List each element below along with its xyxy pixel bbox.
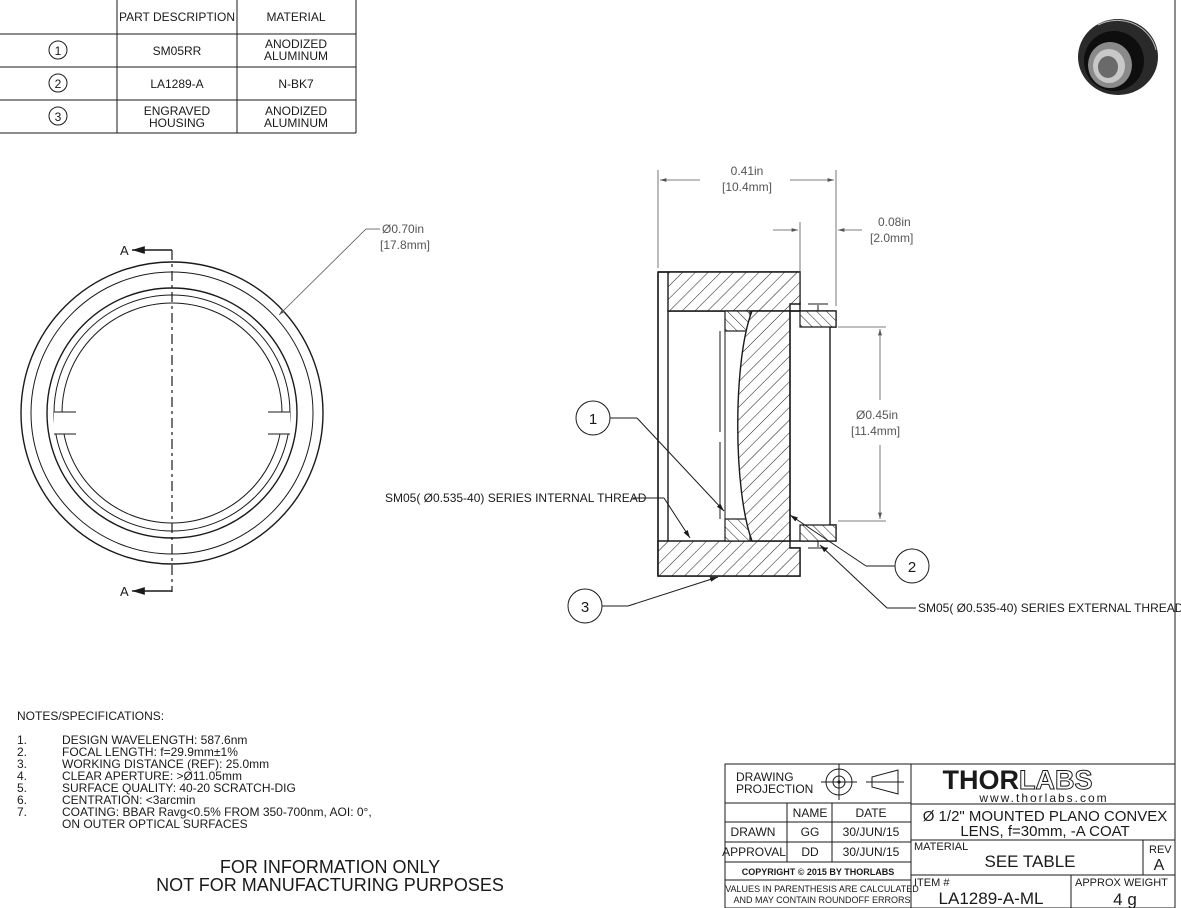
note-text: CENTRATION: <3arcmin (62, 793, 195, 807)
drawing-title-2: LENS, f=30mm, -A COAT (960, 823, 1129, 840)
note-number: 7. (17, 805, 27, 819)
date-header: DATE (855, 806, 886, 820)
note-text: DESIGN WAVELENGTH: 587.6nm (62, 733, 247, 747)
bom-item-number: 3 (55, 110, 62, 124)
front-view: A A Ø0.70in [17.8mm] (20, 222, 430, 599)
approval-name: DD (801, 845, 819, 859)
note-text: WORKING DISTANCE (REF): 25.0mm (62, 757, 269, 771)
third-angle-projection-icon (821, 764, 904, 800)
balloon-3: 3 (581, 599, 589, 616)
disclaimer-line-1: FOR INFORMATION ONLY (220, 857, 440, 877)
weight-label: APPROX WEIGHT (1075, 877, 1168, 889)
bom-description: ENGRAVED (144, 104, 211, 118)
thread-length-in: 0.08in (878, 215, 911, 229)
rev-value: A (1154, 857, 1165, 874)
thorlabs-logo: THOR LABS (943, 765, 1094, 796)
note-text: SURFACE QUALITY: 40-20 SCRATCH-DIG (62, 781, 296, 795)
drawn-label: DRAWN (731, 825, 776, 839)
aperture-in: Ø0.45in (856, 408, 898, 422)
internal-thread-callout: SM05( Ø0.535-40) SERIES INTERNAL THREAD (385, 491, 647, 505)
outer-diameter-in: Ø0.70in (382, 222, 424, 236)
approval-date: 30/JUN/15 (843, 845, 900, 859)
bom-table: PART DESCRIPTION MATERIAL 1 SM05RR ANODI… (0, 0, 357, 134)
bom-material: ANODIZED (265, 104, 327, 118)
section-view: 0.41in [10.4mm] 0.08in [2.0mm] Ø0.45in [… (385, 164, 1181, 624)
section-label-bottom: A (120, 584, 129, 599)
drawing-title-1: Ø 1/2" MOUNTED PLANO CONVEX (923, 808, 1168, 825)
projection-label-2: PROJECTION (736, 782, 813, 796)
weight-value: 4 g (1113, 890, 1137, 908)
balloon-2: 2 (908, 559, 916, 576)
balloon-1: 1 (589, 411, 597, 428)
title-block: DRAWING PROJECTION NAME DATE DRAWN GG 30… (722, 763, 1176, 908)
values-note-2: AND MAY CONTAIN ROUNDOFF ERRORS (733, 895, 910, 905)
overall-length-mm: [10.4mm] (722, 180, 772, 194)
bom-item-number: 1 (55, 44, 62, 58)
note-number: 1. (17, 733, 27, 747)
values-note-1: VALUES IN PARENTHESIS ARE CALCULATED (725, 884, 919, 894)
website: www.thorlabs.com (978, 791, 1108, 805)
item-label: ITEM # (914, 877, 950, 889)
material-value: SEE TABLE (984, 852, 1075, 871)
note-number: 2. (17, 745, 27, 759)
notes-block: NOTES/SPECIFICATIONS: 1. DESIGN WAVELENGT… (17, 709, 372, 831)
note-text: FOCAL LENGTH: f=29.9mm±1% (62, 745, 238, 759)
note-number: 3. (17, 757, 27, 771)
bom-description: LA1289-A (150, 77, 203, 91)
bom-material: ANODIZED (265, 37, 327, 51)
aperture-mm: [11.4mm] (851, 424, 900, 438)
external-thread-callout: SM05( Ø0.535-40) SERIES EXTERNAL THREAD (918, 601, 1181, 615)
outer-diameter-mm: [17.8mm] (380, 238, 430, 252)
rev-label: REV (1149, 844, 1172, 856)
overall-length-in: 0.41in (731, 164, 764, 178)
bom-header-material: MATERIAL (266, 10, 325, 24)
note-number: 5. (17, 781, 27, 795)
projection-label-1: DRAWING (736, 770, 794, 784)
note-text: ON OUTER OPTICAL SURFACES (62, 817, 248, 831)
copyright: COPYRIGHT © 2015 BY THORLABS (742, 867, 895, 877)
material-label: MATERIAL (914, 841, 968, 853)
notes-title: NOTES/SPECIFICATIONS: (17, 709, 164, 723)
product-photo (1078, 19, 1158, 95)
thread-length-mm: [2.0mm] (870, 231, 913, 245)
drawn-name: GG (801, 825, 820, 839)
item-value: LA1289-A-ML (939, 889, 1044, 908)
bom-material: N-BK7 (278, 77, 314, 91)
approval-label: APPROVAL (722, 845, 786, 859)
bom-header-description: PART DESCRIPTION (119, 10, 235, 24)
section-label-top: A (120, 243, 129, 258)
bom-description: SM05RR (153, 44, 202, 58)
disclaimer-line-2: NOT FOR MANUFACTURING PURPOSES (156, 875, 504, 895)
note-text: CLEAR APERTURE: >Ø11.05mm (62, 769, 242, 783)
bom-material: ALUMINUM (264, 116, 328, 130)
name-header: NAME (793, 806, 828, 820)
bom-description: HOUSING (149, 116, 205, 130)
bom-material: ALUMINUM (264, 49, 328, 63)
logo-labs: LABS (1019, 765, 1093, 795)
note-number: 6. (17, 793, 27, 807)
logo-thor: THOR (943, 765, 1020, 795)
note-number: 4. (17, 769, 27, 783)
drawn-date: 30/JUN/15 (843, 825, 900, 839)
note-text: COATING: BBAR Ravg<0.5% FROM 350-700nm, … (62, 805, 372, 819)
bom-item-number: 2 (55, 77, 62, 91)
